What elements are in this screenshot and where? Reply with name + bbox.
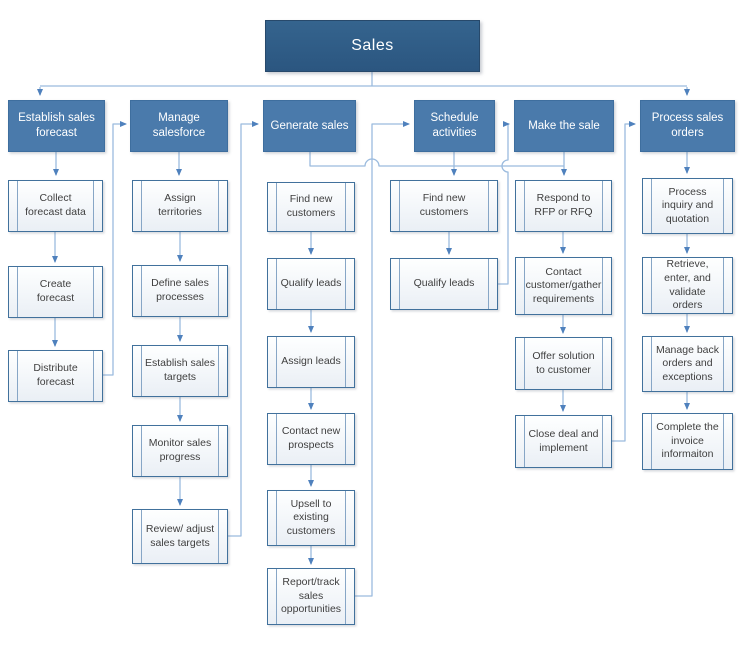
step-offer-solution-to-customer[interactable]: Offer solution to customer	[515, 337, 612, 390]
step-respond-to-rfp-rfq[interactable]: Respond to RFP or RFQ	[515, 180, 612, 232]
step-review-adjust-sales-targets[interactable]: Review/ adjust sales targets	[132, 509, 228, 564]
step-find-new-customers-schedule[interactable]: Find new customers	[390, 180, 498, 232]
connector-lane-col1-to-col2	[103, 121, 127, 376]
header-manage-salesforce[interactable]: Manage salesforce	[130, 100, 228, 152]
step-assign-leads[interactable]: Assign leads	[267, 336, 355, 388]
title-box-sales[interactable]: Sales	[265, 20, 480, 72]
header-establish-sales-forecast[interactable]: Establish sales forecast	[8, 100, 105, 152]
connector-lane-col5-to-col6	[612, 121, 636, 442]
step-establish-sales-targets[interactable]: Establish sales targets	[132, 345, 228, 397]
step-process-inquiry-and-quotation[interactable]: Process inquiry and quotation	[642, 178, 733, 234]
header-make-the-sale[interactable]: Make the sale	[514, 100, 614, 152]
step-find-new-customers-generate[interactable]: Find new customers	[267, 182, 355, 232]
step-create-forecast[interactable]: Create forecast	[8, 266, 103, 318]
step-upsell-existing-customers[interactable]: Upsell to existing customers	[267, 490, 355, 546]
step-define-sales-processes[interactable]: Define sales processes	[132, 265, 228, 317]
step-manage-back-orders-exceptions[interactable]: Manage back orders and exceptions	[642, 336, 733, 392]
step-complete-invoice-information[interactable]: Complete the invoice informaiton	[642, 413, 733, 470]
step-retrieve-enter-validate-orders[interactable]: Retrieve, enter, and validate orders	[642, 257, 733, 314]
header-generate-sales[interactable]: Generate sales	[263, 100, 356, 152]
step-collect-forecast-data[interactable]: Collect forecast data	[8, 180, 103, 232]
step-qualify-leads-schedule[interactable]: Qualify leads	[390, 258, 498, 310]
connector-lane-col2-to-col3	[228, 121, 259, 537]
step-assign-territories[interactable]: Assign territories	[132, 180, 228, 232]
step-close-deal-and-implement[interactable]: Close deal and implement	[515, 415, 612, 468]
step-contact-customer-gather-requirements[interactable]: Contact customer/gather requirements	[515, 257, 612, 315]
connector-generate-sales-route	[309, 152, 564, 167]
header-process-sales-orders[interactable]: Process sales orders	[640, 100, 735, 152]
header-schedule-activities[interactable]: Schedule activities	[414, 100, 495, 152]
step-contact-new-prospects[interactable]: Contact new prospects	[267, 413, 355, 465]
step-qualify-leads-generate[interactable]: Qualify leads	[267, 258, 355, 310]
step-report-track-sales-opportunities[interactable]: Report/track sales opportunities	[267, 568, 355, 625]
connector-lane-col4-to-col5	[498, 121, 510, 285]
step-distribute-forecast[interactable]: Distribute forecast	[8, 350, 103, 402]
step-monitor-sales-progress[interactable]: Monitor sales progress	[132, 425, 228, 477]
connector-lane-col3-to-col4	[355, 121, 410, 597]
